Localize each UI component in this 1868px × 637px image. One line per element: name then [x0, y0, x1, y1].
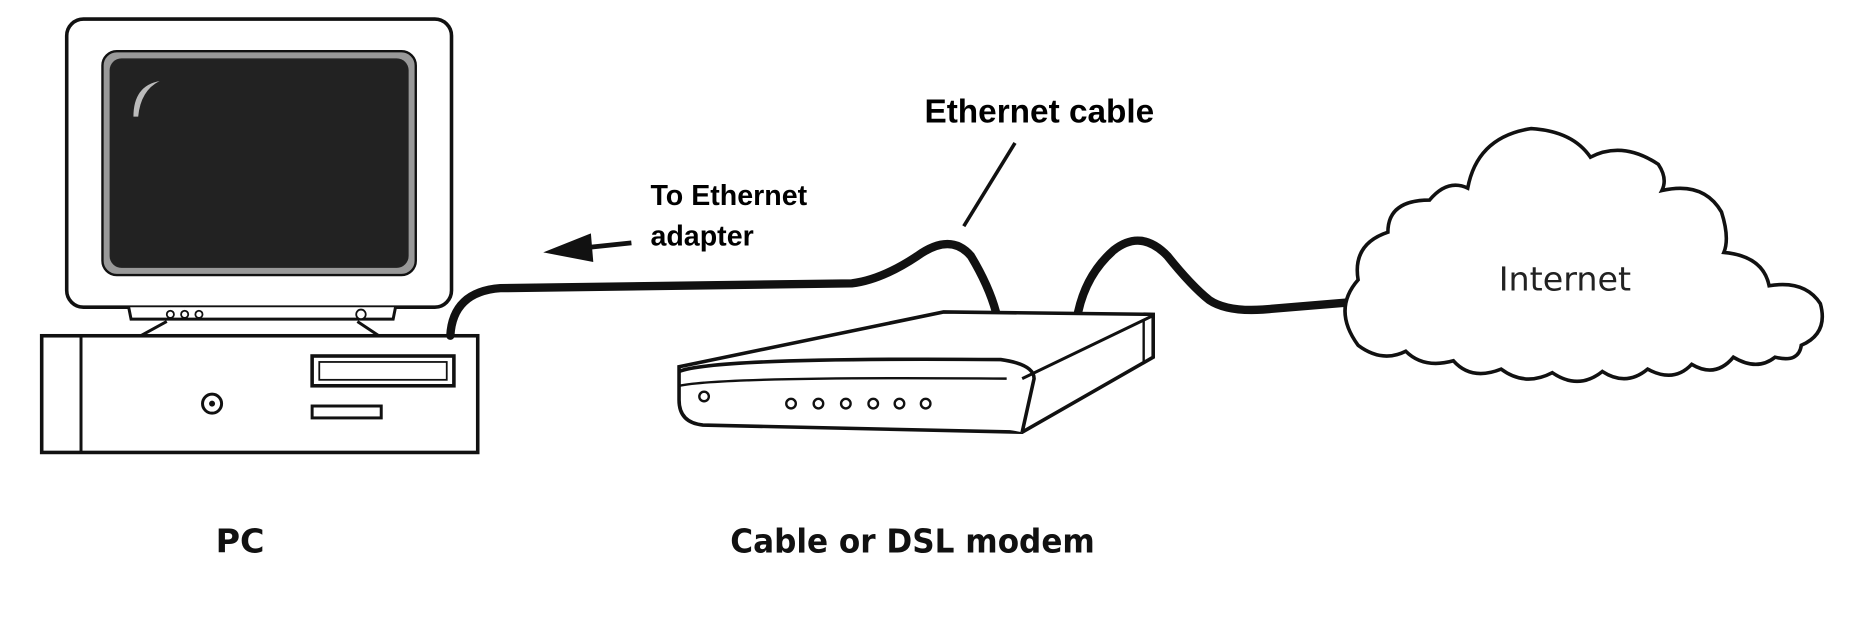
- screen-glare: [133, 80, 160, 117]
- monitor-screen: [109, 58, 409, 268]
- pc-label: PC: [216, 521, 265, 560]
- to-adapter-label-line2: adapter: [650, 220, 753, 252]
- pc-case: [39, 333, 480, 455]
- ethernet-cable-label: Ethernet cable: [924, 94, 1154, 131]
- to-adapter-label-line1: To Ethernet: [650, 180, 807, 212]
- arrow-left-icon: [543, 233, 632, 262]
- modem-label: Cable or DSL modem: [730, 521, 1095, 560]
- modem: [677, 310, 1155, 435]
- cable-callout-line: [962, 141, 1017, 228]
- ethernet-cables: [446, 236, 1353, 340]
- internet-label: Internet: [1499, 260, 1631, 299]
- monitor: [64, 17, 454, 338]
- internet-cloud-icon: [1343, 126, 1825, 384]
